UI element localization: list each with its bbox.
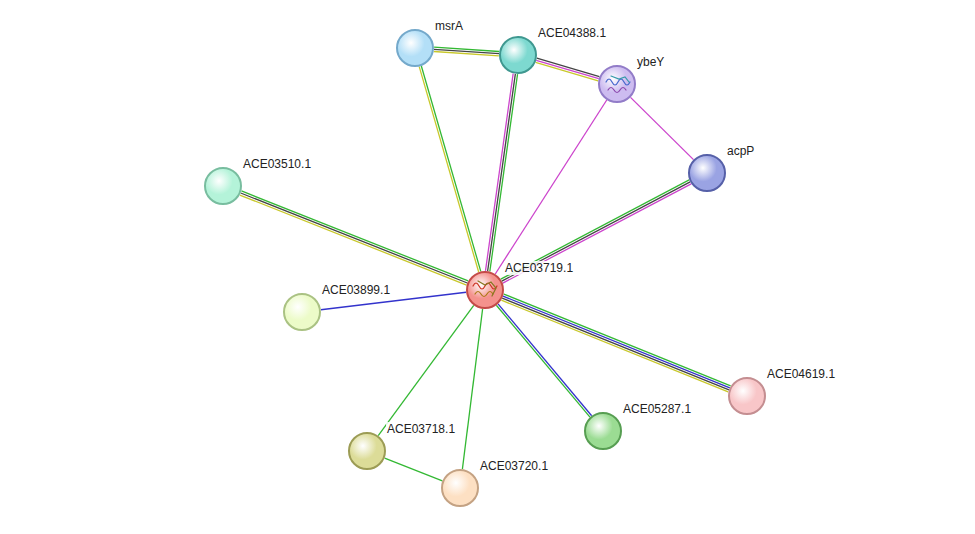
node-label: ACE05287.1 — [622, 402, 692, 416]
evidence-strand — [419, 67, 478, 272]
evidence-strand — [241, 191, 468, 281]
protein-structure — [473, 76, 630, 297]
protein-node: ACE04619.1 — [728, 377, 766, 415]
evidence-strand — [240, 195, 467, 285]
interaction-edge — [536, 58, 600, 81]
protein-node: msrA — [396, 29, 434, 67]
node-label: ACE03899.1 — [321, 283, 391, 297]
protein-node: ACE03718.1 — [348, 432, 386, 470]
node-label: ACE04619.1 — [766, 367, 836, 381]
evidence-strand — [502, 182, 690, 281]
interaction-edge — [501, 294, 730, 392]
evidence-strand — [488, 74, 516, 271]
node-label: ACE03510.1 — [242, 157, 312, 171]
evidence-strand — [536, 62, 599, 80]
interaction-edge — [495, 100, 606, 274]
node-label: ybeY — [636, 55, 665, 69]
interaction-edge — [501, 180, 691, 283]
node-label: ACE03719.1 — [504, 261, 574, 275]
interaction-edge — [631, 97, 694, 159]
evidence-strand — [421, 66, 480, 271]
node-label: ACE03720.1 — [479, 459, 549, 473]
node-label: msrA — [434, 19, 464, 33]
evidence-strand — [496, 305, 590, 417]
evidence-strand — [502, 298, 729, 390]
evidence-strand — [485, 74, 513, 271]
protein-node: acpP — [688, 154, 726, 192]
evidence-strand — [434, 51, 499, 55]
evidence-strand — [503, 184, 691, 283]
evidence-strand — [631, 97, 694, 159]
evidence-strand — [498, 304, 592, 416]
evidence-strand — [434, 47, 499, 51]
evidence-strand — [537, 58, 600, 76]
interaction-edge — [378, 305, 474, 435]
protein-node: ACE03720.1 — [441, 469, 479, 507]
interaction-edge — [485, 74, 517, 272]
evidence-strand — [503, 296, 730, 388]
protein-node: ACE03899.1 — [283, 293, 321, 331]
node-label: ACE03718.1 — [386, 422, 456, 436]
evidence-strand — [501, 180, 689, 279]
evidence-strand — [462, 309, 482, 469]
evidence-strand — [495, 100, 606, 274]
protein-node: ACE04388.1 — [499, 36, 537, 74]
evidence-strand — [385, 458, 443, 481]
protein-node: ACE05287.1 — [584, 412, 622, 450]
node-label: ACE04388.1 — [537, 26, 607, 40]
interaction-edge — [434, 47, 499, 56]
interaction-edge — [240, 191, 468, 285]
evidence-strand — [536, 60, 599, 78]
interaction-edge — [462, 309, 482, 469]
protein-node: ybeY — [598, 65, 636, 103]
interaction-edge — [385, 458, 443, 481]
interaction-edge — [496, 304, 591, 417]
evidence-strand — [434, 49, 499, 53]
evidence-strand — [490, 74, 518, 271]
evidence-strand — [501, 300, 728, 392]
protein-node: ACE03719.1 — [466, 271, 504, 309]
evidence-strand — [504, 294, 731, 386]
interaction-edge — [419, 66, 481, 272]
evidence-strand — [241, 193, 468, 283]
node-label: acpP — [726, 144, 755, 158]
evidence-strand — [378, 305, 474, 435]
protein-node: ACE03510.1 — [204, 167, 242, 205]
